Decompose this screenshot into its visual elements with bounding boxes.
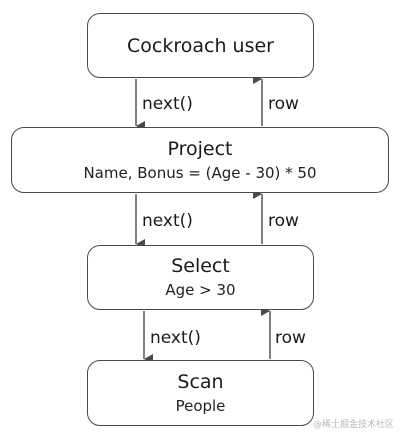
edge-label-row: row [268,94,299,114]
watermark: @稀土掘金技术社区 [312,420,394,430]
node-title: Scan [177,370,224,393]
node-detail: Name, Bonus = (Age - 30) * 50 [83,163,317,182]
edge-label-next: next() [142,94,193,114]
node-scan: Scan People [87,360,314,426]
node-title: Cockroach user [127,34,274,57]
edge-label-next: next() [142,211,193,231]
node-detail: Age > 30 [165,281,236,299]
edge-label-row: row [268,211,299,231]
edge-label-row: row [275,328,306,348]
edge-label-next: next() [150,328,201,348]
node-project: Project Name, Bonus = (Age - 30) * 50 [11,127,389,193]
node-title: Select [171,255,230,277]
node-cockroach-user: Cockroach user [87,13,314,78]
node-select: Select Age > 30 [87,245,314,310]
node-title: Project [167,137,233,160]
node-detail: People [175,396,226,415]
